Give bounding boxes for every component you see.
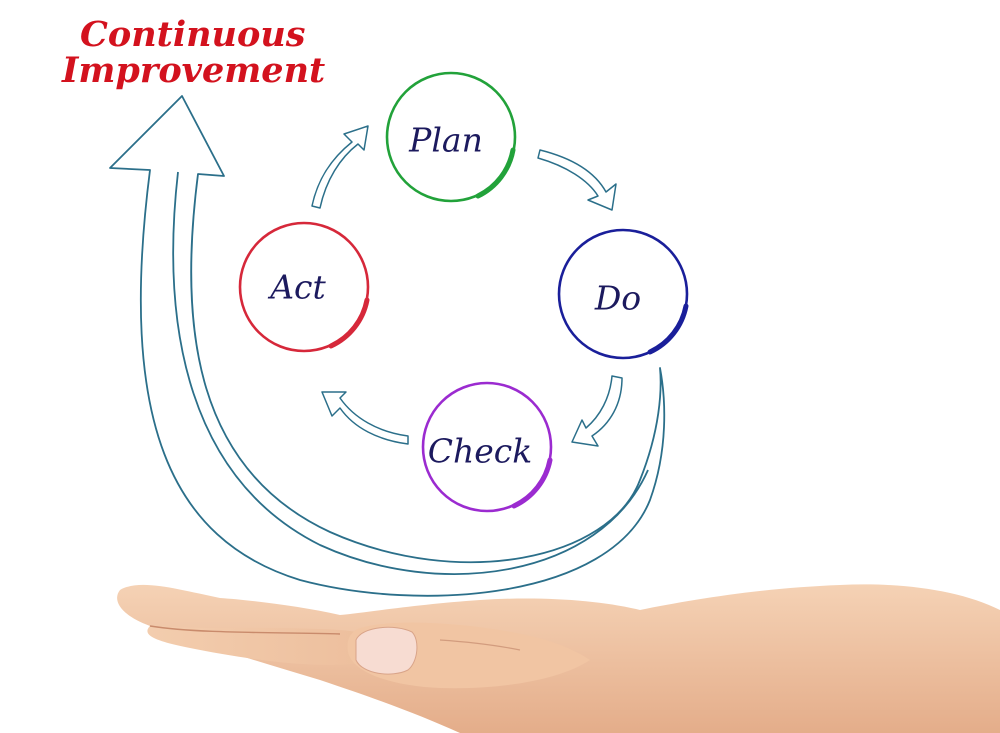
node-do-circle xyxy=(557,228,689,360)
node-plan-label: Plan xyxy=(409,120,483,160)
title-line-1: Continuous xyxy=(80,14,306,55)
hand-fingers xyxy=(147,626,395,665)
title-line-2: Improvement xyxy=(62,50,326,91)
node-check-circle xyxy=(421,381,553,513)
node-check xyxy=(421,381,553,513)
node-check-accent xyxy=(511,457,553,509)
node-do-label: Do xyxy=(594,278,642,318)
node-plan-accent xyxy=(475,147,516,199)
arrow-plan-to-do xyxy=(537,149,617,211)
node-check-label: Check xyxy=(427,431,533,471)
node-plan xyxy=(385,71,517,203)
node-do-accent xyxy=(647,303,689,355)
hand-image xyxy=(117,584,1000,733)
arrow-act-to-plan xyxy=(311,125,369,209)
node-act-label: Act xyxy=(270,267,326,307)
node-plan-circle xyxy=(385,71,517,203)
improvement-arrow xyxy=(109,95,666,597)
improvement-arrow-inner-stroke xyxy=(172,171,649,575)
cycle-nodes xyxy=(238,71,689,513)
hand-crease-2 xyxy=(439,639,521,651)
cycle-arrows xyxy=(311,125,623,447)
node-act-accent xyxy=(328,297,370,349)
arrow-check-to-act xyxy=(321,391,409,445)
node-act-circle xyxy=(238,221,370,353)
improvement-arrow-outline xyxy=(109,95,666,597)
thumbnail xyxy=(355,626,418,675)
hand-crease xyxy=(149,625,341,635)
arrow-do-to-check xyxy=(571,375,623,447)
node-do xyxy=(557,228,689,360)
node-act xyxy=(238,221,370,353)
